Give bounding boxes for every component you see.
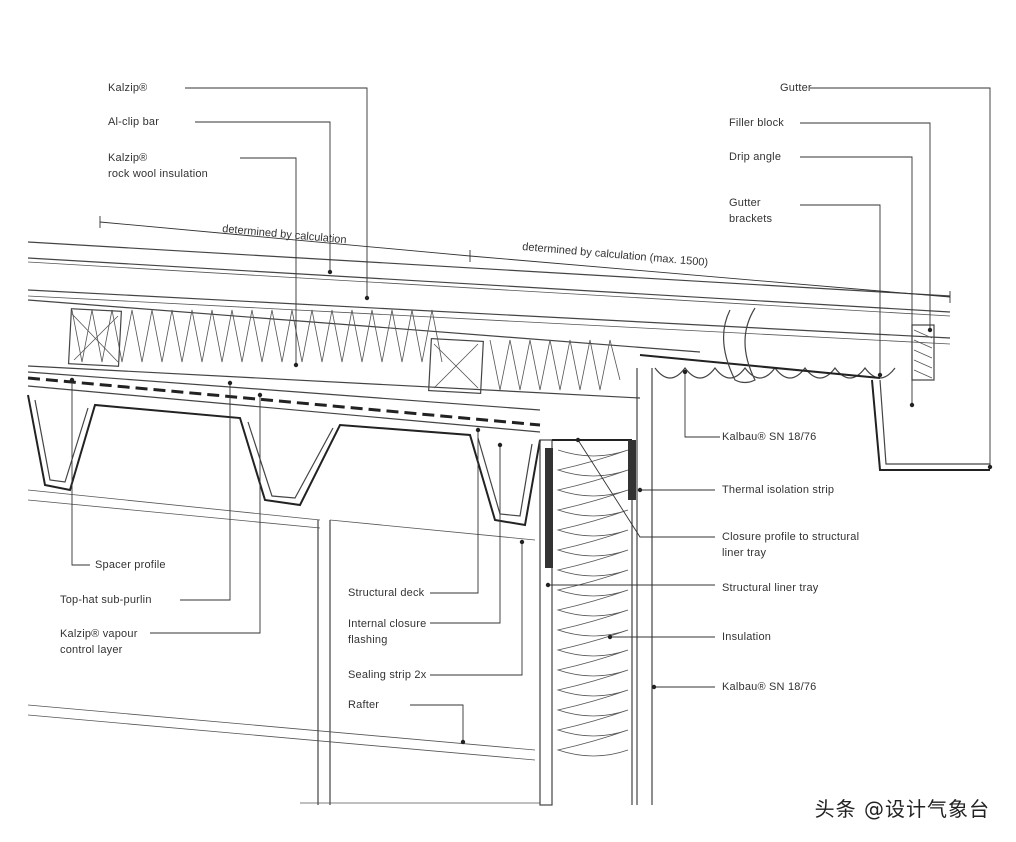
label-closure-profile: Closure profile to structural liner tray [722,529,859,561]
label-vapour-control-layer: Kalzip® vapour control layer [60,626,138,658]
label-closure-profile-line1: Closure profile to structural [722,531,860,543]
wall-section [539,368,653,806]
label-internal-closure-line2: flashing [348,634,388,646]
label-gutter: Gutter [780,82,812,94]
label-drip-angle: Drip angle [729,151,782,163]
dim-calculation-2: determined by calculation (max. 1500) [522,241,709,269]
label-gutter-brackets-line2: brackets [729,213,773,225]
vapour-control-layer [27,376,541,427]
label-vapour-line1: Kalzip® vapour [60,628,138,640]
label-kalzip-rock-wool-line2: rock wool insulation [108,168,208,180]
dim-calculation-1: determined by calculation [222,223,347,246]
rock-wool-insulation [27,299,701,399]
label-filler-block: Filler block [729,117,784,129]
label-kalzip: Kalzip® [108,82,148,94]
label-internal-closure-flashing: Internal closure flashing [348,616,426,648]
label-insulation: Insulation [722,631,772,643]
label-gutter-brackets-line1: Gutter [729,197,761,209]
label-gutter-brackets: Gutter brackets [729,195,772,227]
label-sealing-strip: Sealing strip 2x [348,669,427,681]
label-kalbau-upper: Kalbau® SN 18/76 [722,431,817,443]
leader-dots [69,269,993,745]
label-thermal-isolation-strip: Thermal isolation strip [722,484,835,496]
leader-lines [71,87,991,742]
label-kalbau-lower: Kalbau® SN 18/76 [722,681,817,693]
label-al-clip-bar: Al-clip bar [108,116,160,128]
label-kalzip-rock-wool: Kalzip® rock wool insulation [108,150,208,182]
label-internal-closure-line1: Internal closure [348,618,427,630]
label-structural-liner-tray: Structural liner tray [722,582,819,594]
label-top-hat-sub-purlin: Top-hat sub-purlin [60,594,152,606]
label-vapour-line2: control layer [60,644,123,656]
rafter [27,489,540,805]
structural-deck-profile [27,394,541,527]
label-structural-deck: Structural deck [348,587,425,599]
kalzip-roof-sheet [27,241,951,345]
label-spacer-profile: Spacer profile [95,559,166,571]
watermark-text: 头条 @设计气象台 [814,797,990,821]
label-rafter: Rafter [348,699,380,711]
label-kalzip-rock-wool-line1: Kalzip® [108,152,148,164]
label-closure-profile-line2: liner tray [722,547,767,559]
eaves-and-gutter [639,307,990,471]
dimension-lines: determined by calculation determined by … [99,216,951,303]
